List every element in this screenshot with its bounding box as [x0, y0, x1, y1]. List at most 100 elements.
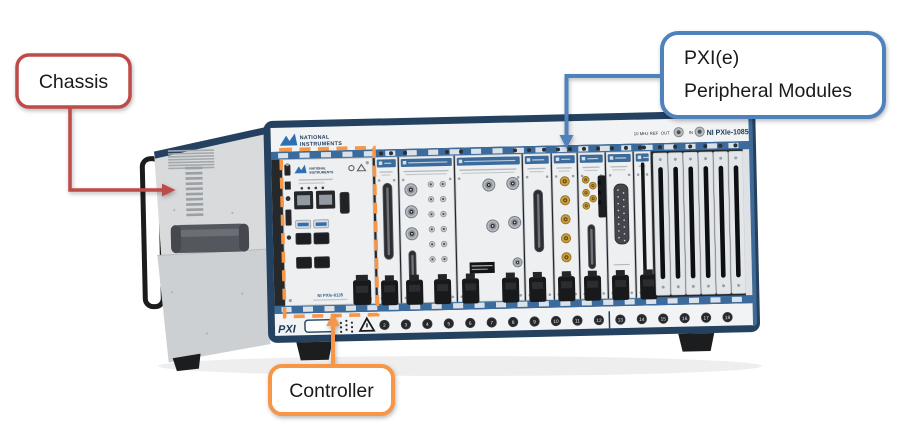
vent-slat [185, 187, 203, 191]
slot-number-text: 7 [490, 320, 493, 326]
usb3-ports [295, 219, 330, 229]
ejector-handle [583, 275, 602, 301]
ni-eagle-icon [279, 133, 298, 146]
warning-icon [358, 316, 376, 332]
ejector-handle [433, 278, 452, 305]
rail-dash [388, 304, 399, 310]
filler-panel [667, 144, 686, 296]
card-cage: NATIONAL INSTRUMENTS [271, 141, 753, 314]
rail-dash [324, 305, 335, 312]
rail-dash [560, 300, 571, 307]
rail-dash [471, 148, 482, 155]
slot-number-text: 6 [469, 321, 472, 327]
chassis-model-text: NI PXIe-1085 [707, 127, 750, 137]
filler-panel [682, 144, 701, 295]
slot-number-circle [529, 316, 540, 327]
slot-number-circle [636, 313, 647, 325]
chassis-brand-line2: INSTRUMENTS [300, 141, 342, 148]
rail-dash [581, 300, 592, 306]
slot-number-text: 8 [512, 320, 515, 326]
front-foot-right [678, 332, 715, 352]
ejector-handle [381, 280, 399, 306]
chassis-callout: Chassis [15, 53, 176, 197]
peripheral-callout-line [564, 74, 662, 136]
slot-number-circle [443, 318, 454, 329]
compliance-marks [339, 319, 354, 334]
slot-number-text: 12 [596, 318, 602, 324]
rail-dash [538, 301, 549, 307]
slot-number-circle [550, 315, 562, 327]
vent-slat [186, 197, 204, 201]
rail-guide-dashes [278, 142, 742, 313]
rail-dash [495, 302, 507, 308]
out-label: OUT [661, 130, 671, 135]
vent-slat [186, 208, 204, 212]
vent-slat [185, 182, 203, 186]
vent-slat [186, 213, 204, 217]
chassis-callout-label: Chassis [39, 71, 109, 93]
rail-dash [710, 297, 721, 303]
empty-slot-fillers [652, 143, 747, 296]
warning-triangle-icon [356, 163, 367, 172]
rail-dash [363, 151, 374, 157]
vent-slat [185, 176, 203, 180]
slot-number-text: 3 [405, 322, 408, 328]
module [605, 145, 636, 301]
rail-dash [624, 299, 635, 305]
peripheral-callout: PXI(e) Peripheral Modules [559, 31, 886, 149]
led-row [300, 186, 325, 190]
ejector-handle [528, 276, 547, 303]
ejector-handle [405, 279, 424, 305]
slot-number-circle [486, 317, 497, 328]
floor-shadow [158, 356, 762, 376]
slot-number-text: 14 [639, 317, 645, 323]
slot-number-text: 16 [682, 316, 688, 322]
rail-dash [453, 303, 464, 309]
peripheral-callout-label-line1: PXI(e) [684, 47, 739, 69]
rail-dash [278, 152, 289, 159]
rail-dash [410, 304, 421, 310]
controller-module: NATIONAL INSTRUMENTS [281, 157, 376, 307]
module [551, 147, 580, 302]
slot-number-text: 17 [703, 315, 709, 321]
power-indicator-icon [348, 164, 355, 172]
ejector-handle [461, 278, 480, 304]
vent-slat [168, 163, 215, 167]
in-label: IN [689, 130, 693, 135]
side-foot [172, 353, 201, 372]
left-connectors [284, 164, 292, 240]
controller-ejector-handle [352, 274, 372, 306]
ref-label: 10 MHz REF [634, 131, 659, 137]
vent-slat [167, 149, 214, 152]
module [633, 145, 658, 300]
rail-dash [706, 143, 718, 149]
chassis-callout-line [68, 107, 162, 192]
module-header [635, 153, 649, 162]
rail-dash [599, 145, 610, 152]
module [374, 151, 401, 306]
slot-number-circle [658, 313, 669, 324]
slot-number-circle [465, 317, 476, 329]
rail-dash [367, 304, 378, 311]
module [522, 147, 554, 303]
rail-dash [406, 150, 417, 156]
filler-panel [728, 143, 747, 294]
vent-slat [185, 166, 203, 170]
peripheral-modules [374, 145, 658, 306]
rail-dash [688, 297, 700, 304]
module [577, 146, 608, 301]
slot-number-circle [572, 315, 583, 326]
vent-slat [185, 171, 203, 175]
rail-dash [603, 299, 614, 306]
slot-number-circle [379, 319, 390, 331]
filler-panel [713, 143, 732, 295]
rail-dash [299, 152, 310, 158]
rail-dash [517, 301, 528, 308]
slot-number-circle [508, 316, 519, 328]
chassis-callout-arrowhead [162, 183, 176, 197]
slot-number-circle [722, 312, 733, 323]
controller-model-text: NI PXIe-8135 [317, 292, 344, 298]
rail-dash [492, 148, 503, 154]
